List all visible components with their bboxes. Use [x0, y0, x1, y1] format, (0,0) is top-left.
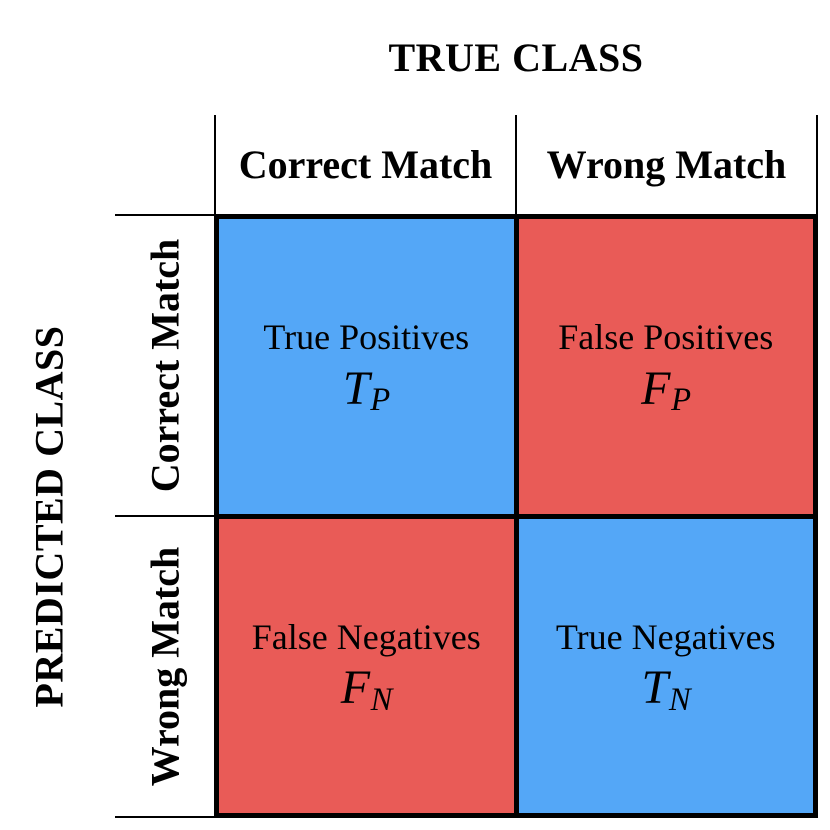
- predicted-class-axis-title-wrap: PREDICTED CLASS: [8, 214, 90, 818]
- cell-true-positives: True Positives TP: [219, 219, 514, 514]
- cell-false-negatives-symbol: FN: [340, 661, 393, 718]
- row-header-correct-match-label: Correct Match: [142, 238, 188, 493]
- cell-true-negatives-label: True Negatives: [555, 616, 776, 657]
- cell-false-negatives: False Negatives FN: [219, 518, 514, 813]
- cell-true-negatives-symbol: TN: [641, 661, 691, 718]
- column-header-correct-match: Correct Match: [214, 115, 515, 214]
- true-class-axis-title: TRUE CLASS: [388, 35, 644, 80]
- cell-false-positives-label: False Positives: [558, 317, 774, 358]
- row-header-wrong-match-label: Wrong Match: [142, 546, 188, 787]
- confusion-matrix-grid: True Positives TP False Positives FP Fal…: [214, 214, 818, 818]
- cell-false-positives: False Positives FP: [518, 219, 813, 514]
- row-header-band: Correct Match Wrong Match: [115, 214, 214, 818]
- cell-false-negatives-label: False Negatives: [251, 616, 481, 657]
- predicted-class-axis-title: PREDICTED CLASS: [26, 324, 72, 708]
- cell-true-positives-symbol: TP: [342, 361, 391, 419]
- column-header-band: Correct Match Wrong Match: [214, 115, 818, 214]
- row-header-correct-match: Correct Match: [115, 214, 214, 515]
- cell-true-positives-label: True Positives: [263, 317, 470, 358]
- cell-true-negatives: True Negatives TN: [518, 518, 813, 813]
- cell-false-positives-symbol: FP: [641, 361, 692, 419]
- column-header-wrong-match: Wrong Match: [515, 115, 816, 214]
- row-header-wrong-match: Wrong Match: [115, 515, 214, 816]
